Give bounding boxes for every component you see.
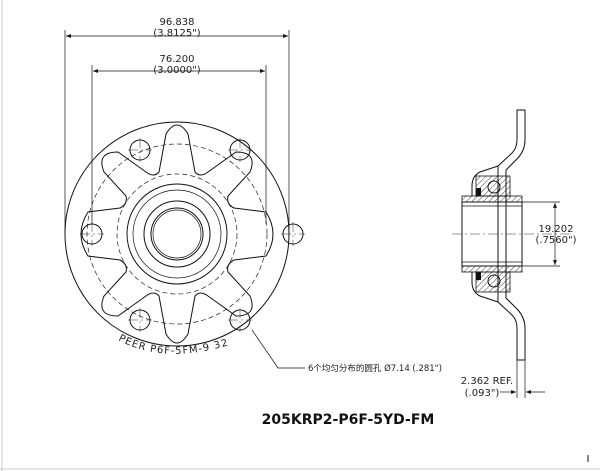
- ball-top: [487, 180, 501, 194]
- seal-top: [476, 188, 481, 196]
- thickness-ref: 2.362 REF.: [461, 376, 513, 387]
- bore-mm: 19.202: [539, 224, 574, 235]
- ball-bottom: [487, 274, 501, 288]
- bearing-bottom-inner: [461, 265, 523, 273]
- bore-outer: [150, 207, 204, 261]
- hole-leader: [251, 329, 305, 369]
- hub-race-mid: [132, 189, 222, 279]
- flange-profile: [497, 109, 526, 361]
- hub-race-inner: [143, 200, 211, 268]
- housing-outline: [471, 165, 499, 303]
- rib-star-outline: [80, 124, 274, 344]
- bore-inner: [152, 209, 202, 259]
- hole-note: 6个均匀分布的圆孔 Ø7.14 (.281"): [308, 363, 442, 374]
- part-number: 205KRP2-P6F-5YD-FM: [262, 412, 435, 428]
- seal-bottom: [476, 272, 481, 280]
- hub-race-outer: [126, 183, 228, 285]
- outer-diameter-mm: 96.838: [160, 17, 195, 28]
- bolt-circle: [86, 143, 268, 325]
- mounting-holes: [80, 138, 305, 332]
- bore-in: (.7560"): [535, 235, 576, 246]
- bolt-circle-in: (3.0000"): [153, 65, 200, 76]
- bolt-circle-mm: 76.200: [160, 54, 195, 65]
- side-section-view: 19.202 (.7560") 2.362 REF. (.093"): [452, 109, 577, 399]
- front-view: PEER P6F-5FM-9 32 96.838 (3.8125") 76.20…: [64, 17, 442, 374]
- bearing-top-inner: [461, 195, 523, 203]
- thickness-in: (.093"): [465, 388, 500, 399]
- hub-outer: [116, 173, 238, 295]
- outer-diameter-in: (3.8125"): [153, 28, 200, 39]
- stamp-text: PEER P6F-5FM-9 32: [117, 333, 230, 357]
